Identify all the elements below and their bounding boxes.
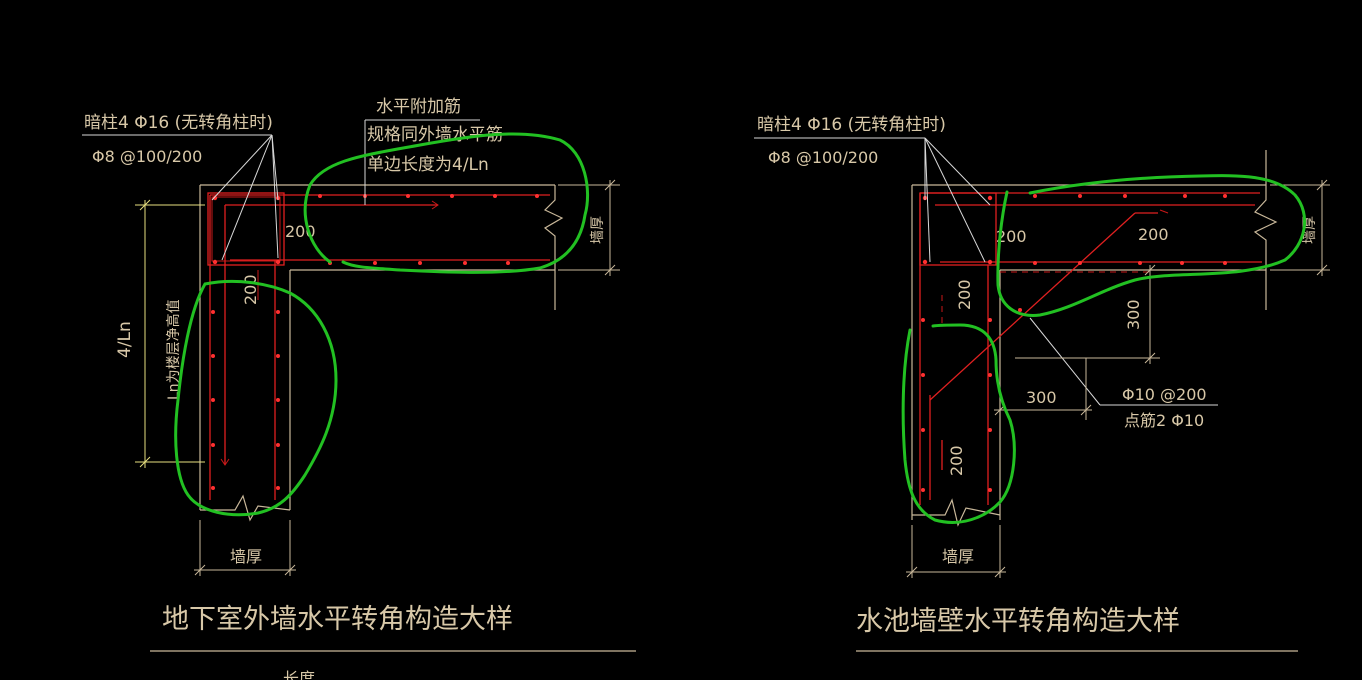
right-dimension-300-vertical xyxy=(1015,264,1160,364)
left-rebar xyxy=(207,192,550,500)
left-markup-cloud-vertical xyxy=(174,279,338,517)
right-dimension-bottom xyxy=(906,525,1006,578)
right-dim-200-d: 200 xyxy=(947,445,966,476)
right-detail: 暗柱4 Φ16 (无转角柱时) Φ8 @100/200 200 200 200 … xyxy=(754,115,1330,652)
right-wall-thickness-bottom: 墙厚 xyxy=(942,547,974,566)
left-extra-bar-title: 水平附加筋 xyxy=(376,97,461,117)
bottom-partial-text: 长度 xyxy=(283,669,315,680)
left-markup-cloud-horizontal xyxy=(303,132,589,274)
left-dimension-bottom xyxy=(194,520,296,576)
right-dim-200-a: 200 xyxy=(996,227,1027,246)
left-dim-4ln-label: 4/Ln xyxy=(115,321,135,358)
right-wall-outline xyxy=(911,150,1278,527)
right-column-note: 暗柱4 Φ16 (无转角柱时) xyxy=(757,115,946,135)
left-dimension-right xyxy=(558,179,620,276)
right-leaders xyxy=(754,137,1218,406)
left-dim-200-vertical: 200 xyxy=(241,274,260,305)
right-markup-cloud-horizontal xyxy=(996,174,1307,317)
right-rebar-dots xyxy=(921,194,1227,492)
right-dim-300-vertical: 300 xyxy=(1124,299,1143,330)
right-bar-note-1: Φ10 @200 xyxy=(1122,385,1207,404)
left-leaders xyxy=(82,119,480,261)
left-wall-outline xyxy=(199,184,564,522)
right-dim-200-b: 200 xyxy=(1138,225,1169,244)
right-dim-200-c: 200 xyxy=(955,279,974,310)
right-markup-cloud-vertical xyxy=(901,323,1016,524)
left-ln-note: Ln为楼层净高值 xyxy=(165,299,182,400)
right-rebar xyxy=(919,192,1262,505)
left-dimension-4ln xyxy=(135,199,205,468)
left-column-note: 暗柱4 Φ16 (无转角柱时) xyxy=(84,113,273,133)
left-wall-thickness-bottom: 墙厚 xyxy=(230,547,262,566)
left-wall-thickness-right: 墙厚 xyxy=(590,216,606,244)
left-extra-bar-length: 单边长度为4/Ln xyxy=(367,155,489,175)
right-stirrup-note: Φ8 @100/200 xyxy=(768,148,878,167)
left-title: 地下室外墙水平转角构造大样 xyxy=(162,604,513,635)
right-bar-note-2: 点筋2 Φ10 xyxy=(1124,411,1204,430)
left-detail: 暗柱4 Φ16 (无转角柱时) Φ8 @100/200 水平附加筋 规格同外墙水… xyxy=(82,97,636,652)
left-rebar-dots xyxy=(211,194,539,490)
right-dim-300-horizontal: 300 xyxy=(1026,388,1057,407)
left-stirrup-note: Φ8 @100/200 xyxy=(92,147,202,166)
left-extra-bar-spec: 规格同外墙水平筋 xyxy=(367,125,503,145)
right-title: 水池墙壁水平转角构造大样 xyxy=(856,606,1180,637)
